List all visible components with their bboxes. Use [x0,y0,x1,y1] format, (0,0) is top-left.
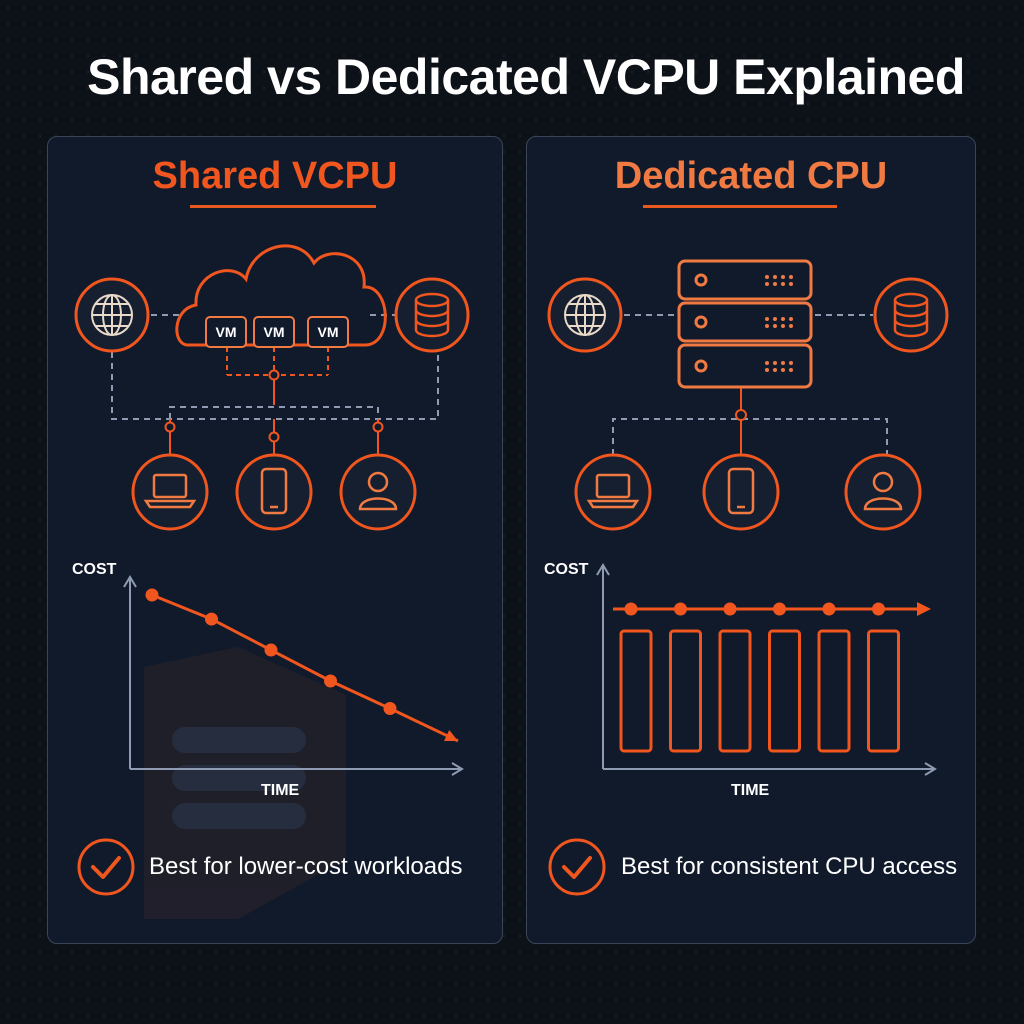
vm-label-1: VM [216,324,237,340]
shared-y-axis-label: COST [72,561,117,578]
laptop-icon [574,453,652,531]
cloud-icon [175,244,387,347]
check-icon [77,838,135,896]
dedicated-bar-6 [867,629,900,753]
dedicated-cost-point-5 [822,602,836,616]
dedicated-cost-point-2 [674,602,687,616]
shared-cost-point-3 [264,643,278,657]
vm-box-2 [253,316,295,348]
shared-summary: Best for lower-cost workloads [149,853,463,880]
phone-icon [235,453,313,531]
laptop-icon [131,453,209,531]
shared-diagram: VM VM VM [74,244,470,919]
shared-cost-line [151,593,459,743]
dedicated-title-underline [643,205,837,208]
dedicated-bar-1 [619,629,653,753]
dedicated-diagram [547,259,949,776]
dedicated-cost-arrowhead [917,602,931,616]
vm-box-3 [307,316,349,348]
user-icon [844,453,922,531]
server-watermark [144,647,346,919]
dedicated-bar-2 [669,629,702,753]
shared-cost-point-1 [145,588,159,602]
vm-box-1 [205,316,247,348]
dedicated-bar-3 [718,629,752,753]
shared-cost-point-4 [324,674,337,688]
dedicated-panel-title: Dedicated CPU [614,155,888,197]
dedicated-bar-5 [817,629,851,753]
globe-icon [547,277,623,353]
dedicated-bar-4 [768,629,801,753]
vm-label-3: VM [318,324,339,340]
dedicated-cost-point-4 [773,602,786,616]
dedicated-summary: Best for consistent CPU access [621,853,958,880]
dedicated-y-axis-label: COST [544,561,589,578]
page-title: Shared vs Dedicated VCPU Explained [87,49,965,105]
dedicated-cost-point-1 [624,602,638,616]
globe-icon [74,277,150,353]
dedicated-cost-point-3 [723,602,737,616]
user-icon [339,453,417,531]
dedicated-cpu-panel: Dedicated CPU [526,136,976,944]
server-rack-icon [677,259,813,389]
dedicated-x-axis-label: TIME [731,782,770,799]
shared-x-axis-label: TIME [261,782,300,799]
shared-cost-point-2 [205,612,218,626]
database-icon [394,277,470,353]
shared-cost-point-5 [383,702,397,716]
database-icon [873,277,949,353]
dedicated-cost-point-6 [872,602,885,616]
phone-icon [702,453,780,531]
shared-panel-title: Shared VCPU [152,155,398,197]
check-icon [548,838,606,896]
vm-label-2: VM [264,324,285,340]
shared-title-underline [190,205,376,208]
shared-cost-arrowhead [444,730,458,742]
shared-vcpu-panel: Shared VCPU [47,136,503,944]
